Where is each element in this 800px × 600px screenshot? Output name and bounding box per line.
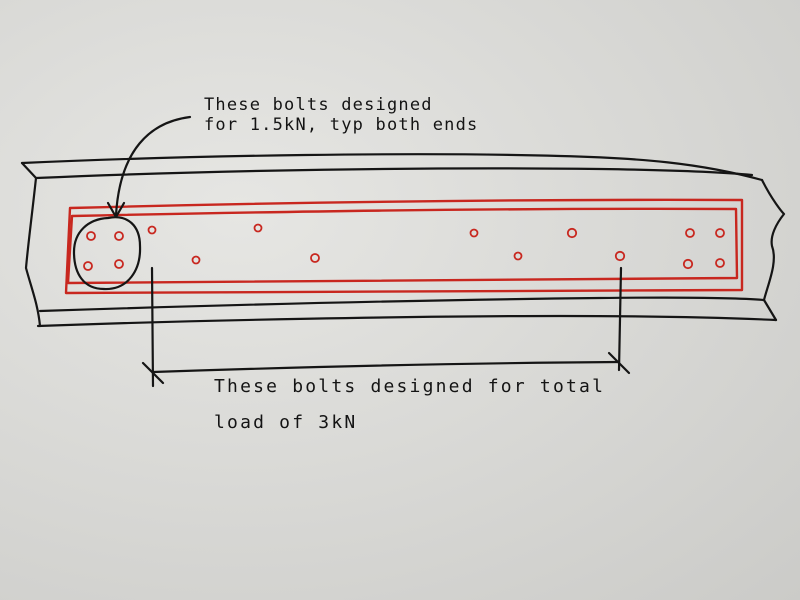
bolt <box>86 231 96 241</box>
bolt-group <box>83 223 725 271</box>
beam-bottom-edge <box>36 314 778 328</box>
plate-outer-outline <box>64 198 744 295</box>
bolt <box>715 228 725 238</box>
bolt <box>310 253 320 263</box>
bolt <box>253 223 263 233</box>
bolt <box>715 258 725 268</box>
bolt <box>191 255 201 265</box>
beam-top-flange-line <box>34 167 754 180</box>
beam-left-end-break <box>20 161 42 328</box>
leader-arrow-line <box>114 115 192 217</box>
extension-line-right <box>617 266 623 372</box>
note-end-bolts-line2: for 1.5kN, typ both ends <box>204 115 478 135</box>
bolt <box>114 259 124 269</box>
bolt <box>469 228 479 238</box>
beam-bottom-flange-line <box>38 296 766 313</box>
bolt <box>513 251 523 261</box>
splice-plate <box>64 198 744 295</box>
bolt <box>114 231 124 241</box>
note-end-bolts-line1: These bolts designed <box>204 95 433 115</box>
bolt <box>614 250 626 262</box>
mid-bolt-dimension <box>141 266 631 388</box>
bolt <box>682 258 694 270</box>
bolt <box>566 227 578 239</box>
bolt <box>83 261 93 271</box>
note-mid-bolts-line1: These bolts designed for total <box>214 376 605 397</box>
beam-outline <box>20 153 786 328</box>
tick-left-a <box>141 361 165 385</box>
bolt <box>147 225 157 235</box>
end-bolt-callout <box>72 115 192 291</box>
dimension-line <box>151 360 621 374</box>
note-mid-bolts: These bolts designed for total load of 3… <box>214 376 605 433</box>
plate-inner-outline <box>66 207 739 285</box>
bolt <box>685 228 695 238</box>
beam-right-end-break <box>760 178 786 322</box>
beam-top-edge <box>20 153 764 182</box>
note-mid-bolts-line2: load of 3kN <box>214 412 357 433</box>
bolt-group-circle <box>72 216 142 291</box>
extension-line-left <box>150 266 155 388</box>
note-end-bolts: These bolts designed for 1.5kN, typ both… <box>204 95 478 135</box>
leader-arrowhead <box>106 201 126 219</box>
tick-right-a <box>607 351 631 375</box>
